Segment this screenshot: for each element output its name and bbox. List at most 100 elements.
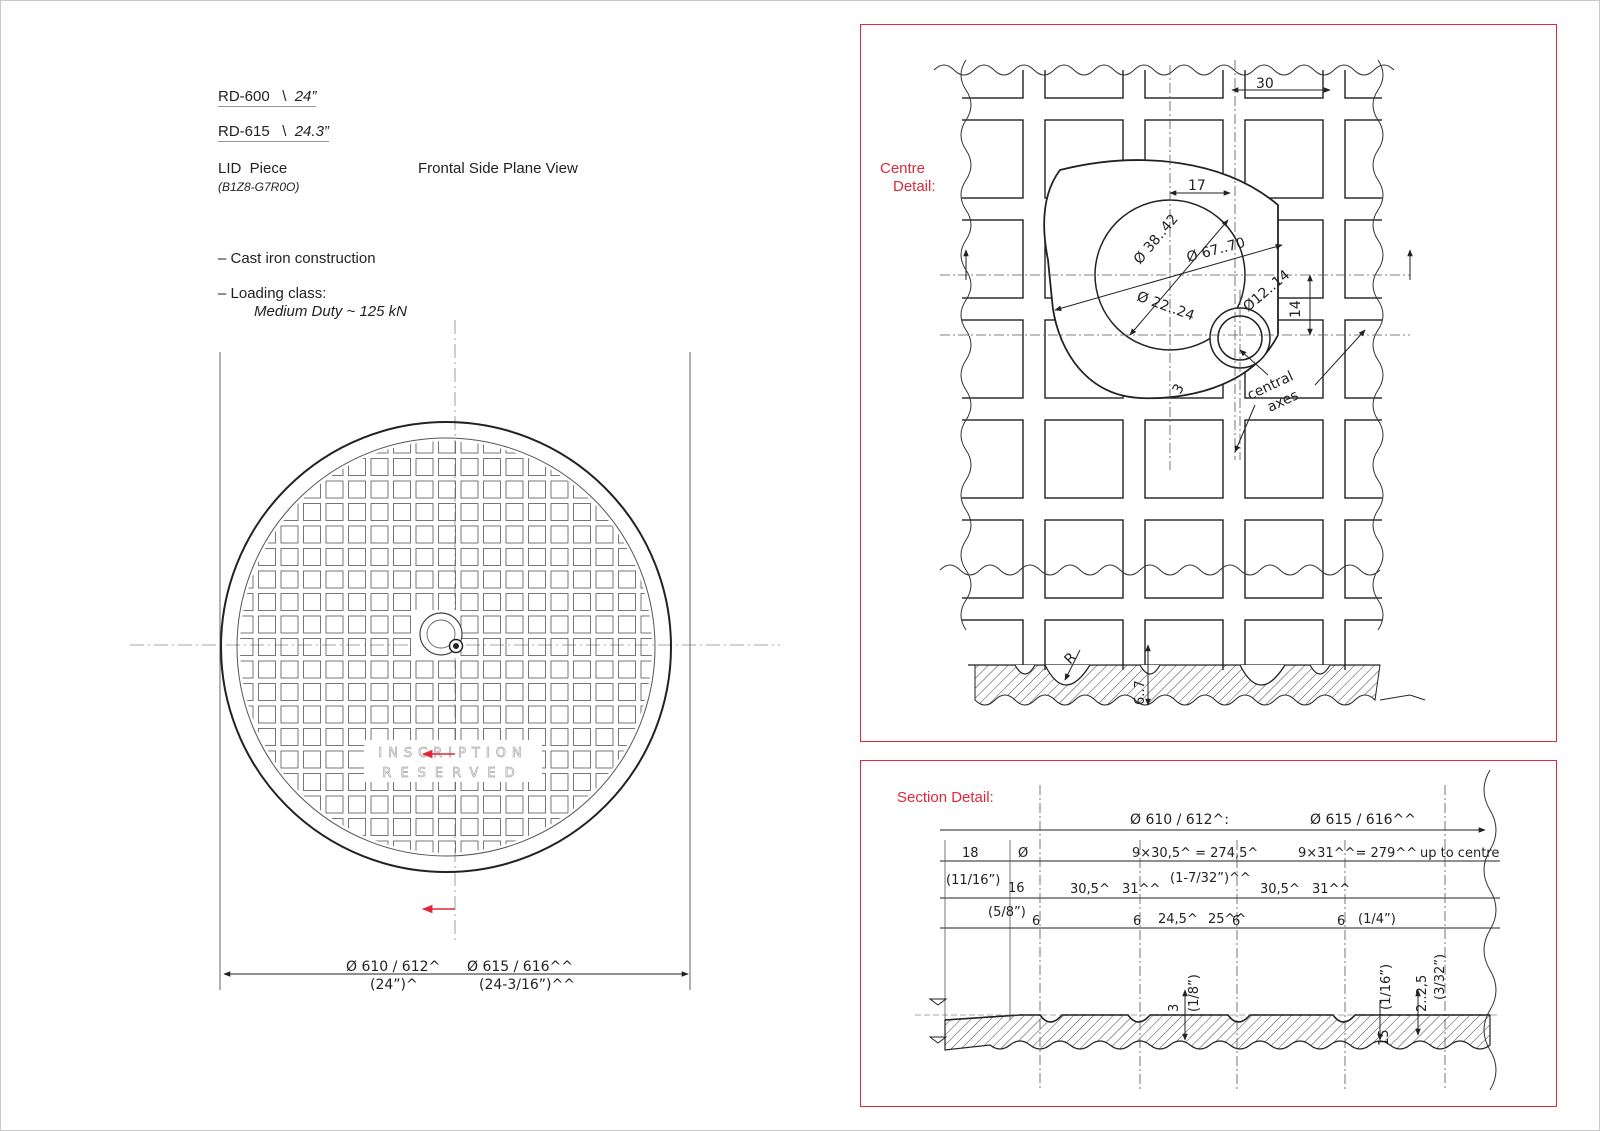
grid-cell bbox=[573, 593, 591, 611]
grid-cell bbox=[618, 840, 636, 853]
grid-cell bbox=[483, 660, 501, 679]
grid-cell bbox=[962, 419, 1024, 499]
spec-loading-label: – Loading class: bbox=[218, 285, 327, 302]
grid-cell bbox=[258, 660, 276, 679]
grid-cell bbox=[640, 458, 652, 476]
grid-cell bbox=[483, 480, 501, 499]
grid-cell bbox=[618, 593, 636, 611]
sd-six-1: 6 bbox=[1032, 914, 1040, 929]
grid-cell bbox=[595, 840, 614, 853]
grid-cell bbox=[280, 773, 299, 791]
grid-cell bbox=[415, 683, 434, 701]
grid-cell bbox=[280, 795, 299, 814]
grid-cell bbox=[528, 480, 546, 499]
grid-cell bbox=[240, 840, 254, 853]
grid-cell bbox=[573, 750, 591, 769]
grid-cell bbox=[460, 503, 479, 521]
grid-cell bbox=[640, 660, 652, 679]
grid-cell bbox=[573, 570, 591, 589]
grid-cell bbox=[460, 525, 479, 544]
grid-cell bbox=[550, 728, 569, 746]
grid-cell bbox=[303, 750, 321, 769]
grid-cell bbox=[348, 773, 366, 791]
grid-cell bbox=[505, 615, 524, 634]
grid-cell bbox=[415, 593, 434, 611]
grid-cell bbox=[460, 548, 479, 566]
grid-cell bbox=[415, 705, 434, 724]
grid-cell bbox=[1144, 519, 1224, 599]
grid-cell bbox=[550, 638, 569, 656]
grid-cell bbox=[325, 503, 344, 521]
grid-cell bbox=[325, 480, 344, 499]
grid-cell bbox=[618, 548, 636, 566]
sd-d-phi: Ø bbox=[1018, 846, 1028, 861]
grid-cell bbox=[240, 683, 254, 701]
section-detail-panel bbox=[860, 760, 1557, 1107]
grid-cell bbox=[348, 548, 366, 566]
grid-cell bbox=[1344, 219, 1382, 299]
grid-cell bbox=[962, 619, 1024, 670]
grid-cell bbox=[240, 615, 254, 634]
grid-cell bbox=[415, 525, 434, 544]
sd-six-3: 6 bbox=[1232, 914, 1240, 929]
model-2-line: RD-615 \ 24.3” bbox=[218, 123, 329, 142]
grid-cell bbox=[505, 570, 524, 589]
grid-cell bbox=[962, 319, 1024, 399]
lid-outer-rim bbox=[220, 421, 672, 873]
centre-detail-panel bbox=[860, 24, 1557, 742]
grid-cell bbox=[280, 728, 299, 746]
grid-cell bbox=[550, 705, 569, 724]
grid-cell bbox=[460, 441, 479, 454]
grid-cell bbox=[280, 548, 299, 566]
grid-cell bbox=[528, 615, 546, 634]
grid-cell bbox=[258, 441, 276, 454]
grid-cell bbox=[280, 750, 299, 769]
grid-cell bbox=[1044, 70, 1124, 99]
grid-cell bbox=[258, 840, 276, 853]
grid-cell bbox=[528, 593, 546, 611]
model-1-underline: RD-600 \ 24” bbox=[218, 88, 317, 107]
grid-cell bbox=[505, 638, 524, 656]
grid-cell bbox=[1044, 419, 1124, 499]
grid-cell bbox=[550, 593, 569, 611]
grid-cell bbox=[348, 570, 366, 589]
grid-cell bbox=[550, 570, 569, 589]
grid-cell bbox=[370, 480, 389, 499]
grid-cell bbox=[618, 750, 636, 769]
grid-cell bbox=[393, 818, 411, 836]
sd-p31-2: 31^^ bbox=[1312, 882, 1350, 897]
grid-cell bbox=[550, 615, 569, 634]
grid-cell bbox=[393, 660, 411, 679]
sd-q-in: (1/4”) bbox=[1358, 912, 1396, 927]
grid-cell bbox=[325, 728, 344, 746]
grid-cell bbox=[240, 728, 254, 746]
grid-cell bbox=[505, 840, 524, 853]
grid-cell bbox=[460, 615, 479, 634]
grid-cell bbox=[415, 660, 434, 679]
grid-cell bbox=[640, 840, 652, 853]
sd-d18: 18 bbox=[962, 846, 979, 861]
grid-cell bbox=[240, 480, 254, 499]
grid-cell bbox=[240, 503, 254, 521]
grid-cell bbox=[240, 548, 254, 566]
grid-cell bbox=[962, 119, 1024, 199]
sd-d225: 2..2,5 bbox=[1415, 975, 1430, 1012]
grid-cell bbox=[1344, 319, 1382, 399]
centre-detail-title-2: Detail: bbox=[893, 178, 936, 195]
grid-cell bbox=[595, 638, 614, 656]
grid-cell bbox=[550, 818, 569, 836]
grid-cell bbox=[550, 795, 569, 814]
grid-cell bbox=[1344, 419, 1382, 499]
sd-dia-right: Ø 615 / 616^^ bbox=[1310, 812, 1416, 828]
section-profile-hatch bbox=[944, 1014, 1491, 1051]
grid-cell bbox=[460, 458, 479, 476]
grid-cell bbox=[325, 795, 344, 814]
grid-cell bbox=[573, 660, 591, 679]
lid-dim-right: Ø 615 / 616^^ bbox=[467, 959, 573, 975]
grid-cell bbox=[528, 525, 546, 544]
grid-cell bbox=[415, 441, 434, 454]
sd-d225-in: (3/32”) bbox=[1433, 954, 1448, 1000]
grid-cell bbox=[280, 683, 299, 701]
lid-dim-right-sub: (24-3/16”)^^ bbox=[479, 977, 575, 993]
grid-cell bbox=[280, 458, 299, 476]
